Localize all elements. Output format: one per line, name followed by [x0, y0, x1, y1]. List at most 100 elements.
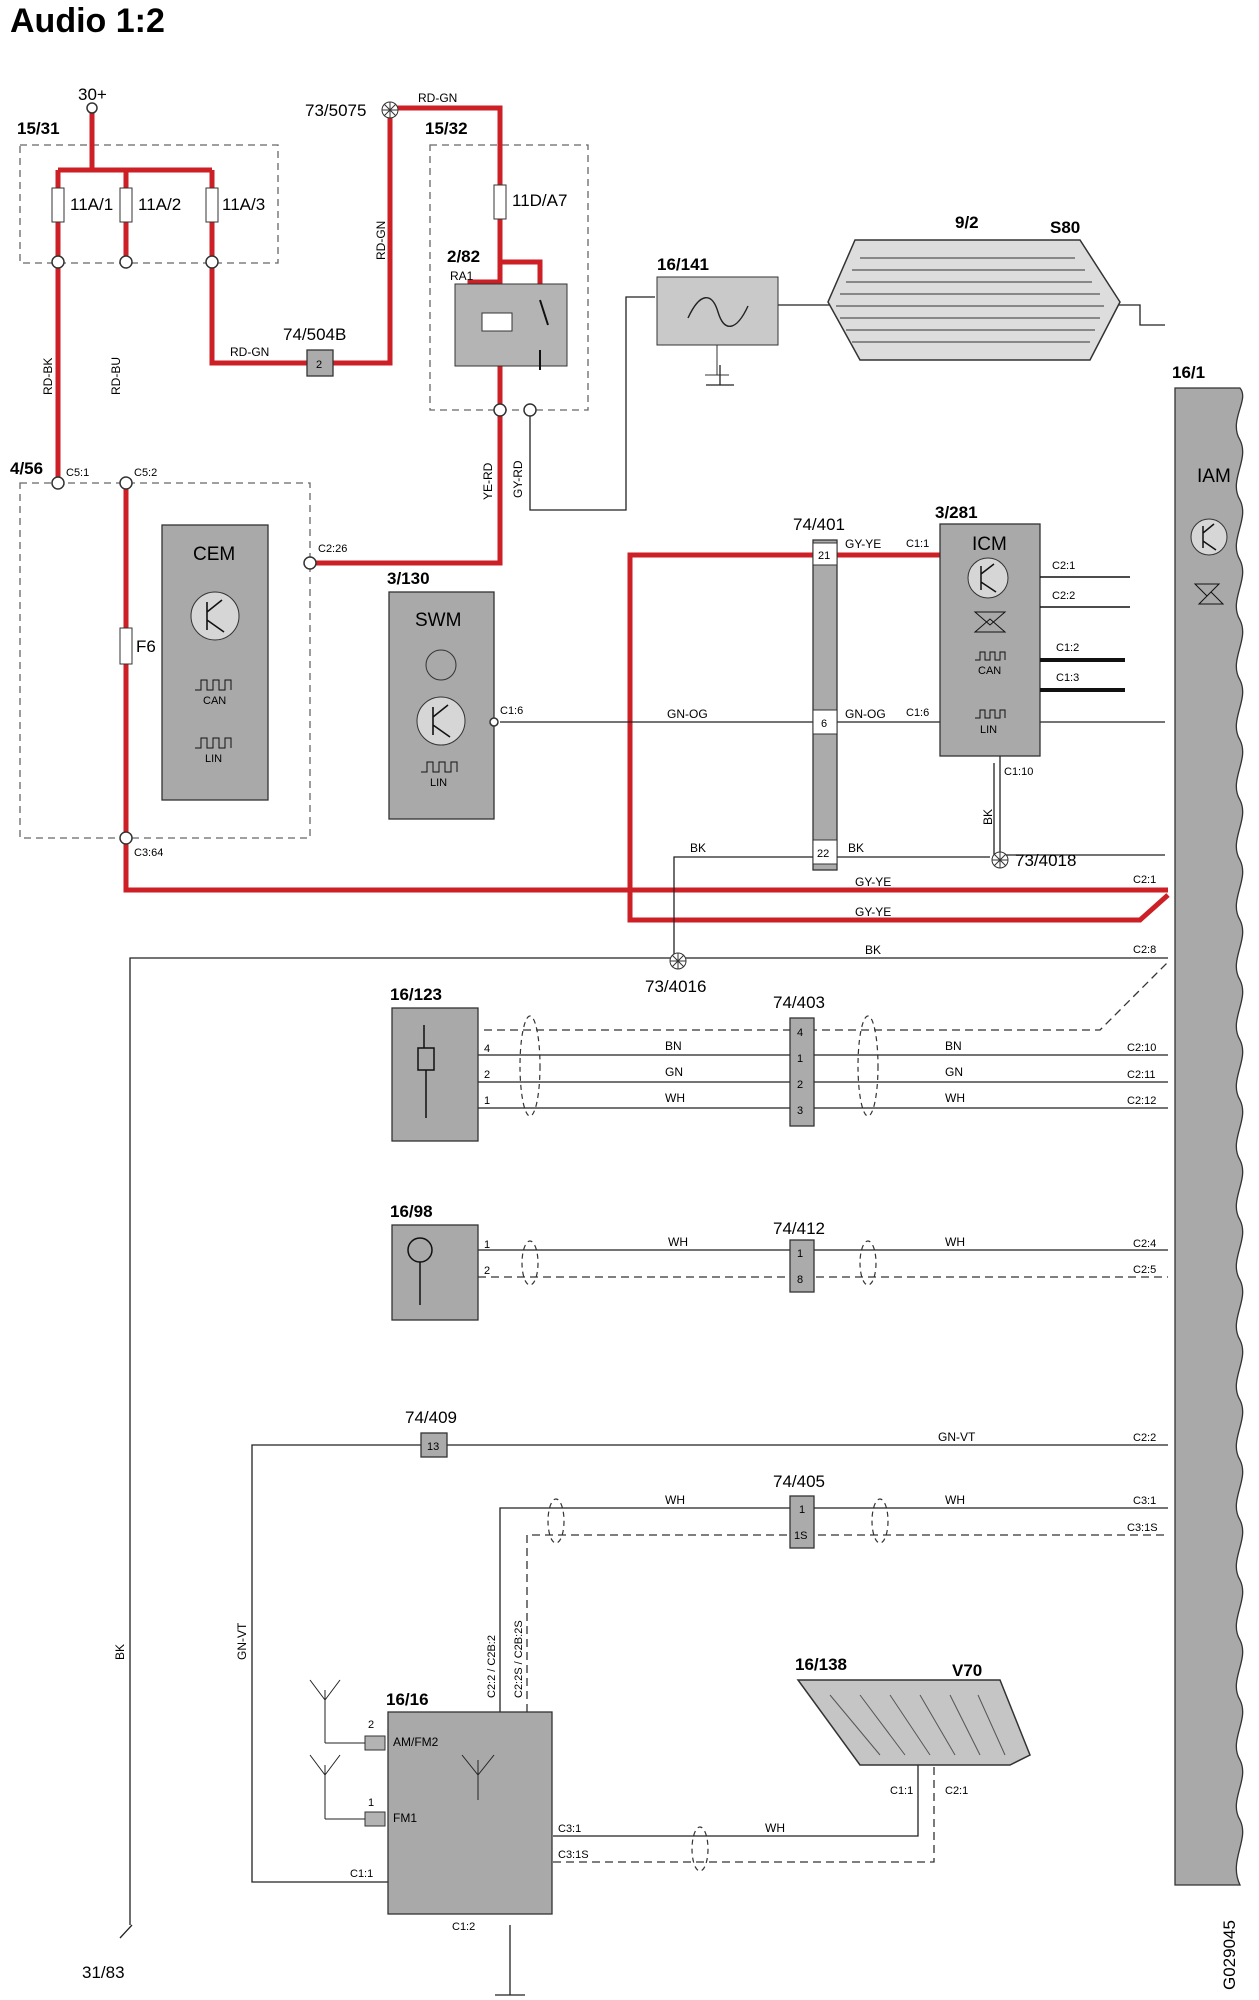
fuse-11a3: 11A/3	[205, 187, 265, 223]
node-11a3-out	[205, 255, 219, 269]
icm-name: ICM	[972, 534, 1007, 555]
fuse-f6-label: F6	[136, 637, 156, 656]
pin-iam-c3-1s: C3:1S	[1127, 1522, 1158, 1534]
pin-amp-c31: C3:1	[558, 1823, 581, 1835]
connector-403-pin-1: 1	[797, 1053, 803, 1065]
svg-text:11D/A7: 11D/A7	[512, 191, 567, 210]
fuse-11a2: 11A/2	[119, 187, 181, 223]
pin-iam-c2-4: C2:4	[1133, 1238, 1156, 1250]
aux-module	[391, 1007, 479, 1142]
svg-text:1: 1	[484, 1239, 490, 1251]
fuse-11da7: 11D/A7	[493, 184, 567, 220]
pin-iam-c3-1: C3:1	[1133, 1495, 1156, 1507]
svg-text:11A/2: 11A/2	[138, 195, 181, 214]
wire-bk-4018: BK	[848, 841, 864, 855]
wire-bk-main: BK	[865, 943, 881, 957]
iam-name: IAM	[1197, 466, 1231, 487]
svg-text:1: 1	[368, 1797, 374, 1809]
connector-401-pin-22: 22	[817, 848, 829, 860]
node-11a1-out	[51, 255, 65, 269]
amp-module	[387, 1711, 553, 1915]
wire-wh-right: WH	[945, 1091, 965, 1105]
icm-lin-label: LIN	[980, 724, 997, 736]
pin-iam-c2-10: C2:10	[1127, 1042, 1156, 1054]
swm-ref: 3/130	[387, 569, 430, 588]
ground-5075-label: 73/5075	[305, 101, 366, 120]
wire-bk-icm: BK	[981, 809, 995, 825]
steering-wheel-icon	[425, 649, 457, 681]
ground-4018-label: 73/4018	[1015, 851, 1076, 870]
node-c5-2	[119, 476, 133, 490]
icm-can-label: CAN	[978, 665, 1001, 677]
microphone-ref: 16/98	[390, 1202, 433, 1221]
connector-504b-pin: 2	[316, 359, 322, 371]
icm-ref: 3/281	[935, 503, 978, 522]
wire-rd-bk: RD-BK	[41, 358, 55, 395]
pin-amp-c12: C1:2	[452, 1921, 475, 1933]
iam-ref: 16/1	[1172, 363, 1205, 382]
v70-shield	[691, 1826, 709, 1872]
amp-ref: 16/16	[386, 1690, 429, 1709]
svg-text:11A/3: 11A/3	[222, 195, 265, 214]
connector-403-ref: 74/403	[773, 993, 825, 1012]
amp-port-amfm2: AM/FM2	[393, 1735, 439, 1749]
node-relay-gyrd	[523, 403, 537, 417]
node-relay-yerd	[493, 403, 507, 417]
fusebox-1532-ref: 15/32	[425, 119, 468, 138]
pin-c3-64: C3:64	[134, 847, 163, 859]
icm-diode-icon	[973, 611, 1007, 633]
relay-name: RA1	[450, 269, 474, 283]
pin-amp-c31s: C3:1S	[558, 1849, 589, 1861]
pin-c5-2: C5:2	[134, 467, 157, 479]
pin-icm-c1-1: C1:1	[906, 538, 929, 550]
shield-wires	[478, 961, 1169, 1863]
wire-rd-gn-low: RD-GN	[230, 345, 269, 359]
wire-rd-bu: RD-BU	[109, 357, 123, 395]
swm-name: SWM	[415, 610, 461, 631]
cem-box-ref: 4/56	[10, 459, 43, 478]
icm-lin-icon	[975, 709, 1006, 719]
svg-text:11A/1: 11A/1	[70, 195, 113, 214]
pin-amp-c22s: C2:2S / C2B:2S	[513, 1620, 525, 1698]
fusebox-1532-outline	[429, 144, 589, 411]
pin-icm-c1-6: C1:6	[906, 707, 929, 719]
connector-412-pin-8: 8	[797, 1274, 803, 1286]
wire-gy-ye-1: GY-YE	[855, 875, 891, 889]
connector-405-body	[789, 1495, 815, 1549]
wire-wh-v70: WH	[765, 1821, 785, 1835]
fuse-f6	[119, 627, 133, 665]
lin-pulse-icon	[195, 737, 232, 749]
iam-diode-icon	[1193, 583, 1225, 605]
icm-transistor-icon	[967, 557, 1009, 599]
wire-bn-right: BN	[945, 1039, 962, 1053]
icm-can-icon	[975, 651, 1006, 661]
amp-antenna-icon	[461, 1754, 495, 1800]
wire-wh-mic-right: WH	[945, 1235, 965, 1249]
pin-iam-c2-5: C2:5	[1133, 1264, 1156, 1276]
pin-v70-c11: C1:1	[890, 1785, 913, 1797]
v70-window-heater-grid	[796, 1679, 1031, 1766]
wire-wh-amp-right: WH	[945, 1493, 965, 1507]
wire-rd-gn-top: RD-GN	[418, 91, 457, 105]
svg-text:2: 2	[484, 1265, 490, 1277]
microphone-module	[391, 1224, 479, 1321]
fusebox-1531-outline	[19, 144, 279, 264]
pin-c2-26: C2:26	[318, 543, 347, 555]
wire-wh-left: WH	[665, 1091, 685, 1105]
pin-icm-c1-10: C1:10	[1004, 766, 1033, 778]
wire-gn-vt-side: GN-VT	[235, 1622, 249, 1660]
wire-gn-vt-top: GN-VT	[938, 1430, 976, 1444]
wire-gy-rd: GY-RD	[511, 460, 525, 498]
wire-wh-amp-left: WH	[665, 1493, 685, 1507]
connector-409-pin: 13	[427, 1441, 439, 1453]
connector-405-pin-1: 1	[799, 1504, 805, 1516]
wire-wh-mic-left: WH	[668, 1235, 688, 1249]
ground-3183-label: 31/83	[82, 1963, 125, 1982]
connector-403-pin-4: 4	[797, 1027, 803, 1039]
pin-v70-c21: C2:1	[945, 1785, 968, 1797]
fusebox-1531-ref: 15/31	[17, 119, 60, 138]
pin-iam-c2-11: C2:11	[1127, 1069, 1156, 1081]
connector-405-ref: 74/405	[773, 1472, 825, 1491]
wire-bn-left: BN	[665, 1039, 682, 1053]
